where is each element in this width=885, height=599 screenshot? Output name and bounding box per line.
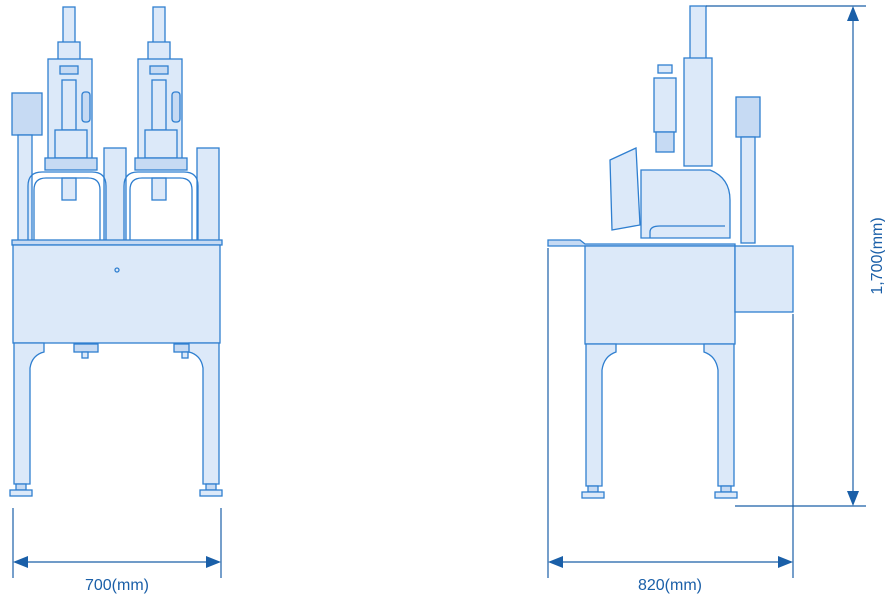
- front-width-label: 700(mm): [85, 577, 149, 594]
- height-arrow-bottom: [847, 491, 859, 506]
- side-foot-right: [714, 491, 738, 499]
- front-guard-left: [27, 171, 107, 243]
- dimension-front-width: 700(mm): [12, 508, 222, 594]
- front-right-cover: [196, 147, 220, 244]
- front-width-arrow-right: [206, 556, 221, 568]
- side-pump: [653, 77, 677, 133]
- front-guard-right: [123, 171, 199, 243]
- front-leg-left: [13, 342, 45, 485]
- side-view: [547, 5, 794, 499]
- front-table-body: [12, 244, 221, 344]
- side-extension-box: [734, 245, 794, 313]
- side-depth-arrow-left: [548, 556, 563, 568]
- side-table-top: [547, 239, 736, 247]
- side-press-head: [640, 169, 731, 239]
- side-cylinder: [683, 57, 713, 167]
- side-depth-label: 820(mm): [638, 577, 702, 594]
- front-width-arrow-left: [13, 556, 28, 568]
- side-cylinder-rod: [689, 5, 707, 62]
- front-foot-left: [9, 489, 33, 497]
- height-arrow-top: [847, 6, 859, 21]
- front-pedal-left: [73, 343, 99, 353]
- front-press-unit-left: [44, 6, 98, 201]
- side-foot-left: [581, 491, 605, 499]
- front-press-unit-right: [134, 6, 188, 201]
- side-control-box: [735, 96, 761, 138]
- side-table-body: [584, 245, 736, 345]
- front-control-post: [17, 134, 33, 244]
- side-display-panel: [609, 147, 641, 231]
- height-label: 1,700(mm): [869, 217, 885, 294]
- front-table-top: [11, 239, 223, 246]
- side-depth-arrow-right: [778, 556, 793, 568]
- dimension-height: 1,700(mm): [706, 5, 885, 507]
- front-table-button: [114, 267, 120, 273]
- front-leg-right: [188, 342, 220, 485]
- front-center-cover: [103, 147, 127, 244]
- front-foot-right: [199, 489, 223, 497]
- front-control-box: [11, 92, 43, 136]
- side-leg-right: [703, 343, 735, 487]
- front-view: [9, 6, 223, 497]
- side-control-post: [740, 136, 756, 244]
- dimension-side-depth: 820(mm): [547, 248, 794, 594]
- side-leg-left: [585, 343, 617, 487]
